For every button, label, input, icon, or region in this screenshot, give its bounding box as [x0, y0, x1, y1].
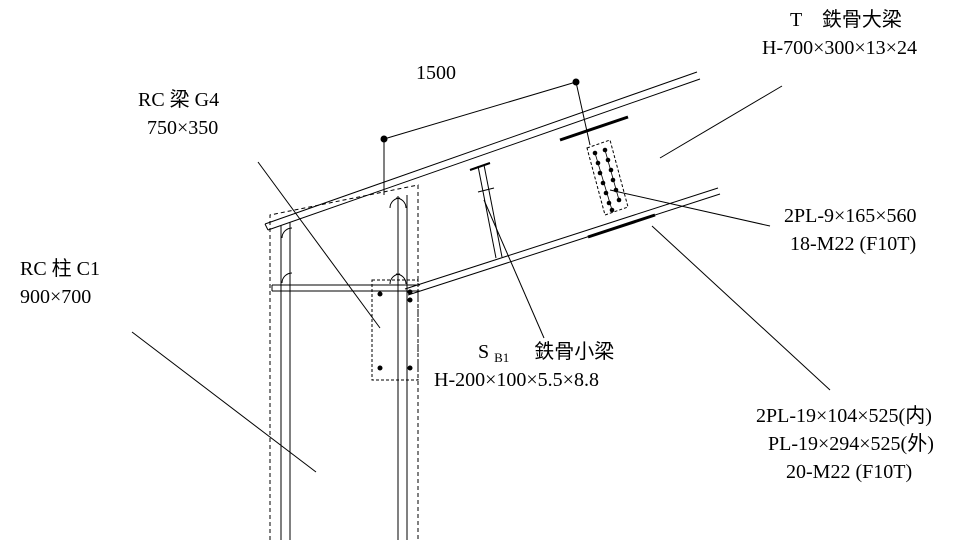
- rc-column-label-line2: 900×700: [20, 286, 91, 308]
- leader-web-plate: [609, 189, 771, 227]
- bottom-splice-plate: [587, 213, 656, 239]
- web-splice-plate: [586, 139, 629, 216]
- rc-beam-g4: [271, 279, 420, 381]
- dimension-line: [383, 81, 577, 140]
- sub-beam-subscript: B1: [494, 350, 509, 365]
- rc-column-outline: [269, 184, 419, 540]
- rc-beam-label-line2: 750×350: [147, 117, 218, 139]
- steel-girder: [264, 71, 721, 296]
- bolt: [377, 291, 383, 297]
- flange-plates-label-line3: 20-M22 (F10T): [786, 461, 912, 483]
- bolt: [407, 365, 413, 371]
- stiffener-web-b: [483, 164, 503, 258]
- bolt-line: [594, 152, 613, 211]
- stiffener-mark: [477, 187, 495, 193]
- small-beam-stiffener: [469, 162, 503, 259]
- bolt: [407, 297, 413, 303]
- girder-top-flange-b: [267, 78, 701, 231]
- haunch-arcs: [281, 197, 407, 285]
- rc-beam-embed-plate: [371, 279, 419, 381]
- girder-top-flange-a: [264, 71, 698, 225]
- embed-bolts: [377, 289, 413, 371]
- leader-rc-column: [131, 331, 317, 473]
- leader-rc-beam: [257, 161, 381, 329]
- girder-end-cap: [264, 223, 269, 231]
- sub-beam-prefix: S: [478, 341, 489, 363]
- rc-beam-label-line1: RC 梁 G4: [138, 88, 219, 111]
- web-splice-outline: [586, 139, 629, 216]
- web-plate-label-line1: 2PL-9×165×560: [784, 205, 917, 227]
- web-plate-label-line2: 18-M22 (F10T): [790, 233, 916, 255]
- dimension-1500: [380, 78, 591, 195]
- girder-label-line1: T 鉄骨大梁: [790, 8, 902, 31]
- bolt: [407, 289, 413, 295]
- rc-column-label-line1: RC 柱 C1: [20, 257, 100, 280]
- arc-upper-left: [281, 227, 293, 239]
- dimension-ext-right: [575, 81, 591, 146]
- stiffener-top: [469, 162, 491, 171]
- leader-flange-plates: [651, 225, 831, 391]
- leader-lines: [131, 85, 831, 473]
- girder-bottom-flange-a: [404, 187, 719, 290]
- arc-mid-right-inner: [389, 273, 401, 285]
- rc-column: [269, 184, 419, 540]
- flange-plates-label-line2: PL-19×294×525(外): [768, 432, 934, 455]
- dimension-end-dot: [572, 78, 580, 86]
- sub-beam-suffix: 鉄骨小梁: [514, 340, 614, 363]
- sub-beam-label-line1: S B1 鉄骨小梁: [478, 340, 614, 367]
- dimension-label: 1500: [416, 62, 456, 84]
- bolt: [377, 365, 383, 371]
- girder-label-line2: H-700×300×13×24: [762, 37, 917, 59]
- sub-beam-label-line2: H-200×100×5.5×8.8: [434, 369, 599, 391]
- stiffener-web: [477, 165, 497, 259]
- dimension-end-dot: [380, 135, 388, 143]
- leader-girder: [659, 85, 783, 159]
- flange-plates-label-line1: 2PL-19×104×525(内): [756, 404, 932, 427]
- leader-sub-beam: [483, 199, 545, 339]
- girder-bottom-flange-b: [407, 193, 721, 296]
- arc-mid-left: [281, 272, 293, 284]
- top-splice-plate: [559, 115, 629, 142]
- arc-upper-right-inner: [389, 197, 401, 209]
